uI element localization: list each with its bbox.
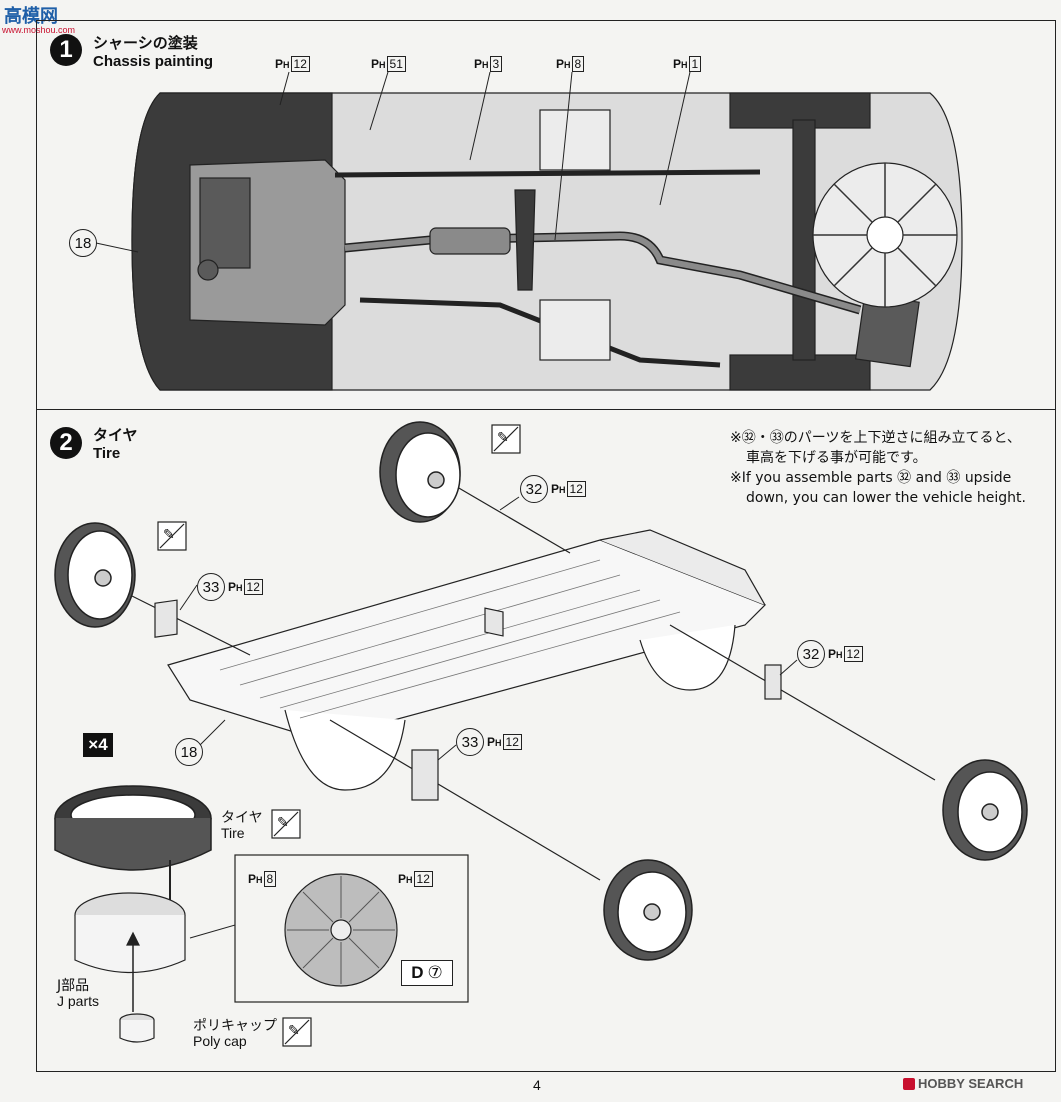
no-glue-icon: ✎ [163, 526, 175, 542]
no-glue-icon: ✎ [497, 429, 509, 445]
assembly-note: ※㉜・㉝のパーツを上下逆さに組み立てると、 車高を下げる事が可能です。 ※If … [730, 428, 1050, 508]
wheel-detail-box [234, 854, 469, 1003]
wheel-rear-right [942, 759, 1028, 861]
callout-leaders [179, 496, 798, 761]
step1-title-en: Chassis painting [93, 53, 214, 70]
step2-title-en: Tire [93, 445, 121, 462]
tire-label-en: Tire [221, 825, 245, 841]
poly-cap [119, 1013, 155, 1043]
polycap-label-jp: ポリキャップ [193, 1018, 277, 1034]
quantity-badge: ×4 [83, 733, 113, 757]
note-en-line2: down, you can lower the vehicle height. [746, 490, 1026, 506]
detail-bracket [189, 924, 236, 1000]
no-glue-icons [157, 424, 521, 1047]
wheel-rim-j-part [74, 892, 186, 1012]
bracket-parts [154, 599, 782, 801]
no-glue-icon: ✎ [288, 1022, 300, 1038]
instruction-frame [36, 20, 1056, 1072]
watermark-url: www.moshou.com [2, 25, 76, 35]
wheel-detail-rim [284, 873, 398, 987]
step-divider [36, 409, 1056, 410]
step1-number: 1 [50, 34, 82, 66]
chassis-iso [167, 529, 767, 791]
step2-number: 2 [50, 427, 82, 459]
brand-icon [903, 1077, 915, 1090]
note-jp-line1: ※㉜・㉝のパーツを上下逆さに組み立てると、 [730, 430, 1021, 446]
wheel-front-left [54, 522, 136, 628]
note-jp-line2: 車高を下げる事が可能です。 [746, 450, 927, 466]
note-en-line1: ※If you assemble parts ㉜ and ㉝ upside [730, 470, 1012, 486]
step1-title-jp: シャーシの塗装 [93, 34, 198, 52]
wheel-front-right [379, 421, 461, 523]
step2-title-jp: タイヤ [93, 426, 138, 444]
jparts-label-jp: J部品 [57, 978, 90, 994]
jparts-label-en: J parts [57, 993, 100, 1009]
chassis-underside [95, 71, 963, 391]
tire-label-jp: タイヤ [221, 810, 263, 826]
brand-logo: HOBBY SEARCH [903, 1076, 1023, 1091]
part-18-chassis: 18 [175, 738, 203, 766]
no-glue-icon: ✎ [277, 814, 289, 830]
watermark-logo: 高模网 [4, 6, 58, 27]
wheel-rear-left [603, 859, 693, 961]
page-number: 4 [533, 1077, 541, 1093]
polycap-label-en: Poly cap [193, 1033, 247, 1049]
